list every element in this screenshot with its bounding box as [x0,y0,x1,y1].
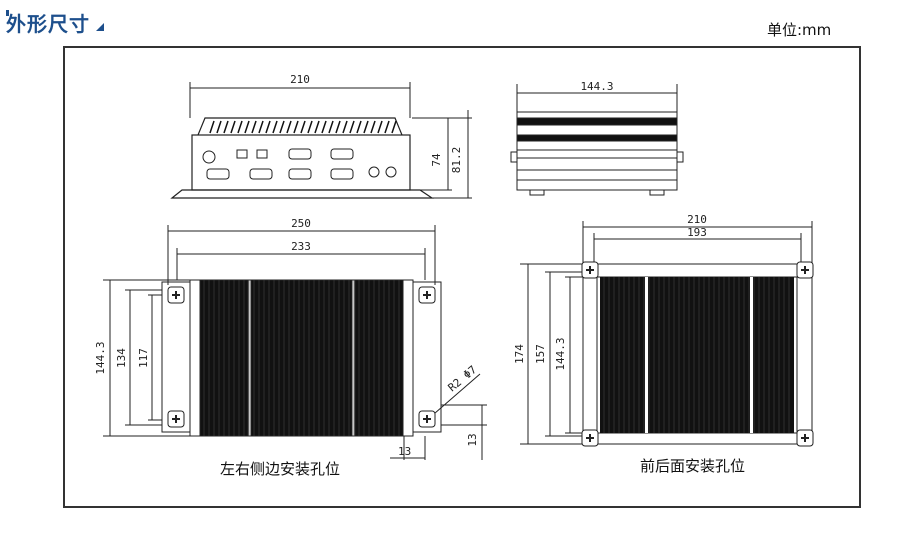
br-depth-outer-label: 174 [513,344,526,364]
mount-hole [167,286,185,304]
mount-hole [796,429,814,447]
side-view [510,84,684,196]
front-height-b-label: 81.2 [450,147,463,174]
bottom-right-fins [600,277,794,433]
bl-offset-b-label: 13 [466,433,479,446]
bottom-right-mount-holes [581,261,814,447]
front-fin [349,120,355,134]
front-fin [279,120,285,134]
front-fin [293,120,299,134]
front-fin [370,120,376,134]
front-fin [209,120,215,134]
mount-hole [418,410,436,428]
br-width-inner-label: 193 [687,226,707,239]
front-fin [265,120,271,134]
bl-hole-span-label: 134 [115,348,128,368]
left-caption: 左右侧边安装孔位 [220,460,341,478]
fin-block [199,279,404,437]
fin-gap [750,277,753,433]
front-view [170,82,472,199]
br-width-outer-label: 210 [687,213,707,226]
bl-hole-inner-label: 117 [137,348,150,368]
front-fin [286,120,292,134]
front-fin [356,120,362,134]
right-caption: 前后面安装孔位 [640,457,746,475]
front-fin [300,120,306,134]
bl-width-inner-label: 233 [291,240,311,253]
front-fin [342,120,348,134]
front-fin [391,120,397,134]
front-fin [223,120,229,134]
front-fin [363,120,369,134]
unit-label: 单位:mm [767,21,832,39]
br-depth-body-label: 144.3 [554,337,567,370]
title-corner-mark [6,10,9,16]
fin-block [600,277,794,433]
front-fin [272,120,278,134]
front-fin [307,120,313,134]
bl-depth-label: 144.3 [94,341,107,374]
mount-hole [796,261,814,279]
front-fin [314,120,320,134]
side-width-label: 144.3 [580,80,613,93]
front-width-label: 210 [290,73,310,86]
front-fin [230,120,236,134]
drawing-frame [63,46,861,508]
front-fins [209,120,397,134]
title-triangle-icon [96,23,104,31]
mount-hole [581,261,599,279]
bl-offset-a-label: 13 [398,445,411,458]
front-fin [216,120,222,134]
br-depth-inner-label: 157 [534,344,547,364]
mount-hole [418,286,436,304]
front-fin [335,120,341,134]
bottom-left-fins [199,279,404,437]
front-fin [377,120,383,134]
title-text: 外形尺寸 [6,12,90,36]
page-title: 外形尺寸 [6,8,104,37]
fin-gap [247,279,252,437]
front-fin [384,120,390,134]
bottom-left-mount-holes [167,286,436,428]
front-fin [237,120,243,134]
front-height-a-label: 74 [430,153,443,167]
bl-width-outer-label: 250 [291,217,311,230]
front-fin [321,120,327,134]
mount-hole [167,410,185,428]
bottom-left-view [103,225,487,460]
fin-gap [645,277,648,433]
mount-hole [581,429,599,447]
fin-gap [351,279,356,437]
front-fin [244,120,250,134]
front-fin [251,120,257,134]
front-fin [328,120,334,134]
front-fin [258,120,264,134]
